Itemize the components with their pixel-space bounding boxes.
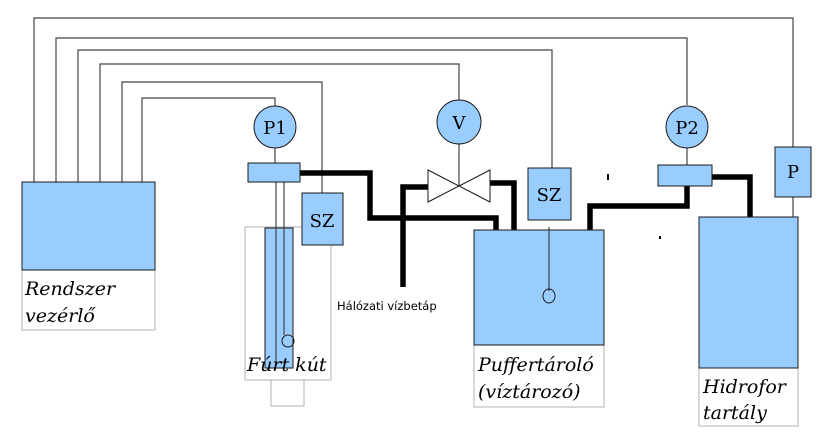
wire-to-sz-buffer — [77, 49, 553, 182]
wire-to-v — [99, 63, 460, 182]
controller-label-line2: vezérlő — [25, 305, 96, 327]
system-controller-box — [21, 181, 156, 271]
pump-p2-body — [657, 164, 713, 187]
pump-p2-label: P2 — [675, 118, 699, 139]
pump-p2-circle — [665, 105, 709, 149]
valve-v: V — [427, 99, 491, 203]
wire-to-sz-well — [121, 81, 323, 193]
pump-p1: P1 — [247, 105, 301, 183]
sensor-sz-buffer: SZ — [527, 167, 572, 221]
pipe-valve-to-buffer — [490, 180, 517, 247]
buffer-label-line1: Puffertároló — [477, 354, 594, 376]
pump-p2: P2 — [657, 105, 713, 187]
hydro-label-line1: Hidrofor — [702, 376, 788, 398]
hydro-label-line2: tartály — [703, 402, 767, 424]
pump-p1-body — [247, 162, 301, 183]
wire-to-p2 — [55, 37, 688, 182]
hydro-tank-body — [698, 216, 799, 369]
sensor-sz-buffer-box — [527, 167, 572, 221]
sensor-sz-buffer-label: SZ — [537, 185, 562, 206]
buffer-tank — [473, 227, 605, 346]
pressure-switch-label: P — [787, 162, 799, 183]
pressure-switch-box — [774, 146, 812, 198]
pipe-well-to-buffer — [300, 170, 499, 247]
mains-supply-label: Hálózati vízbetáp — [337, 299, 437, 313]
well — [264, 181, 295, 369]
pump-p1-circle — [253, 105, 297, 149]
sensor-sz-well-label: SZ — [310, 211, 335, 232]
valve-left-triangle — [427, 169, 461, 203]
pipe-mains-to-buffer — [400, 184, 428, 287]
wire-to-p1 — [141, 97, 276, 182]
wire-to-p — [33, 17, 794, 182]
buffer-tank-body — [473, 229, 605, 346]
well-float-icon — [281, 334, 295, 348]
controller-label-line1: Rendszer — [24, 278, 117, 300]
pressure-switch-p: P — [774, 146, 812, 198]
pipe-buffer-to-p2 — [587, 180, 690, 326]
stray-mark-1 — [607, 174, 609, 180]
buffer-label-line2: (víztározó) — [478, 381, 581, 403]
buffer-float-icon — [542, 288, 556, 304]
valve-v-circle — [436, 99, 482, 145]
well-label: Fúrt kút — [246, 354, 327, 376]
valve-v-label: V — [452, 113, 467, 134]
valve-right-triangle — [457, 169, 491, 203]
control-wires — [33, 17, 794, 193]
pipe-p2-to-hydro — [712, 174, 753, 236]
stray-mark-2 — [659, 236, 661, 239]
well-pipe — [264, 227, 294, 369]
pump-p1-label: P1 — [263, 118, 287, 139]
sensor-sz-well-box — [301, 192, 344, 246]
sensor-sz-well: SZ — [301, 192, 344, 246]
well-base-outline — [270, 379, 305, 407]
label-outlines — [21, 226, 799, 427]
